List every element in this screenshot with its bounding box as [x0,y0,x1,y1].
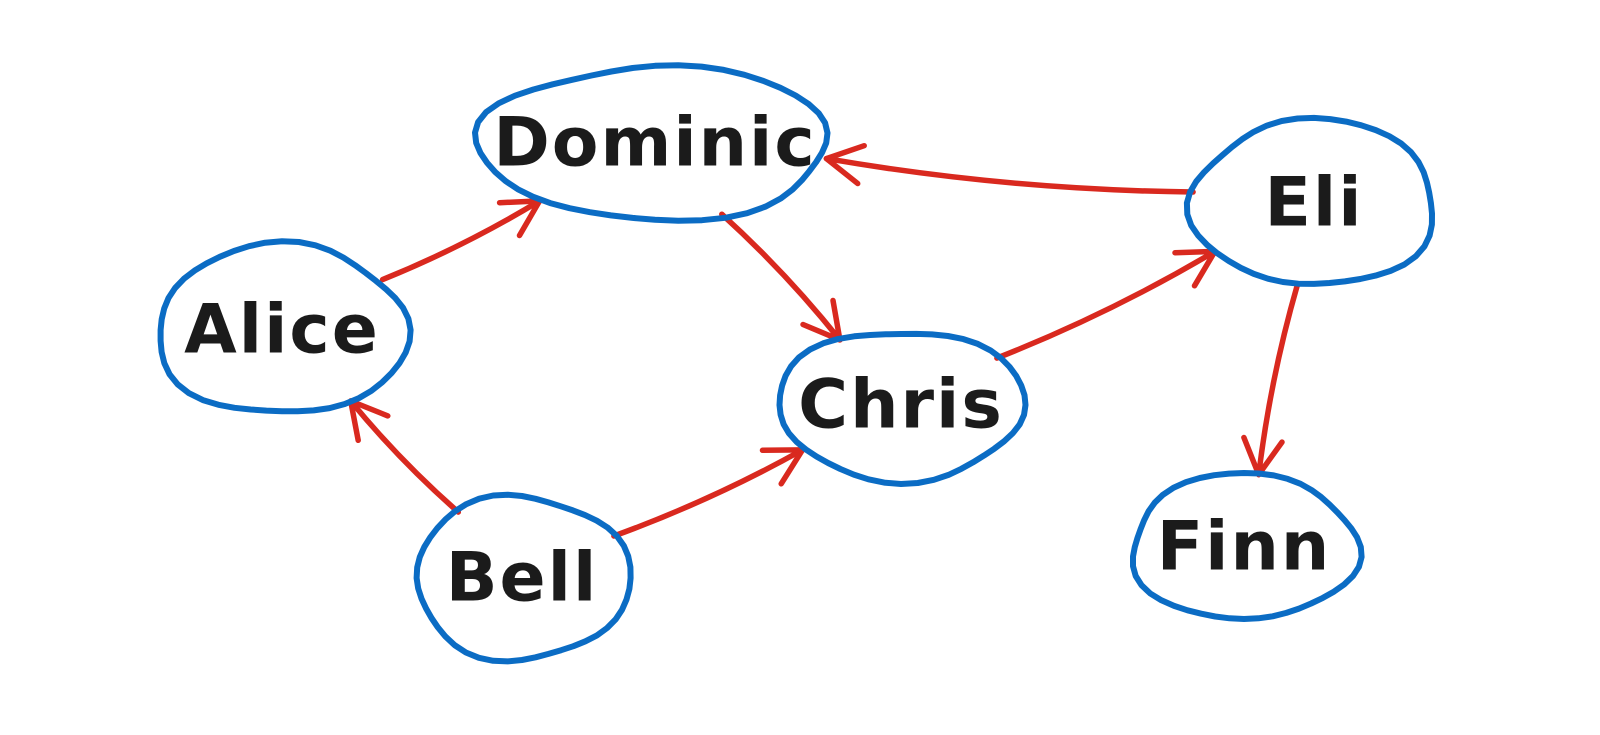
node-outline-dominic [472,62,831,224]
node-eli: Eli [1183,114,1435,287]
node-label-bell: Bell [446,539,599,618]
edge-eli-to-finn [1255,282,1301,478]
node-finn: Finn [1130,470,1365,622]
node-bell: Bell [413,491,634,665]
edge-chris-to-eli [994,248,1218,361]
edge-bell-to-chris [611,447,806,539]
edge-eli-to-dominic [823,155,1196,195]
arrowhead-eli-to-dominic [823,142,867,187]
node-outline-finn [1130,470,1365,622]
edge-bell-to-alice [347,398,462,515]
node-label-finn: Finn [1157,508,1332,587]
node-chris: Chris [776,330,1029,487]
node-label-chris: Chris [798,366,1004,445]
node-outline-alice [157,238,414,415]
node-alice: Alice [157,238,414,415]
node-outline-chris [776,330,1029,487]
edge-dominic-to-chris [719,211,843,343]
node-label-dominic: Dominic [493,104,816,183]
node-outline-bell [413,491,634,665]
edge-alice-to-dominic [379,198,543,283]
node-dominic: Dominic [472,62,831,224]
node-label-eli: Eli [1264,164,1363,243]
node-label-alice: Alice [184,291,380,370]
node-outline-eli [1183,114,1435,287]
